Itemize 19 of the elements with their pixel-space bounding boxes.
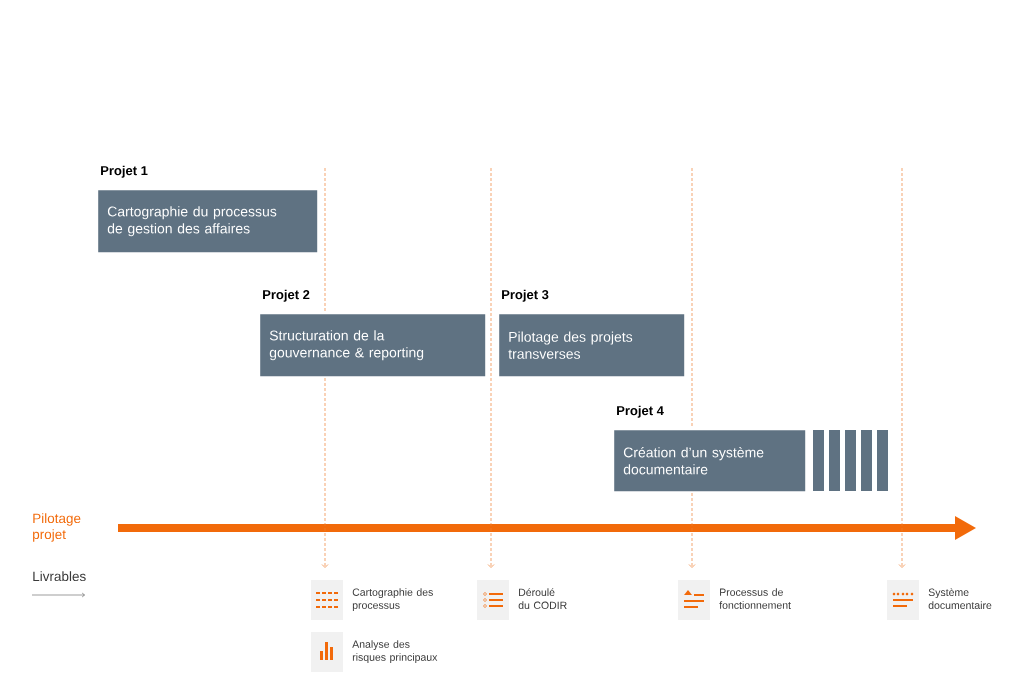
project-heading: Projet 3	[502, 289, 549, 302]
milestone-arrow	[487, 167, 495, 568]
project-box: Pilotage des projets transverses	[499, 314, 685, 377]
project-heading: Projet 2	[263, 289, 310, 302]
timeline-label: Pilotage projet	[33, 513, 81, 542]
project-box: Cartographie du processus de gestion des affaires	[98, 190, 318, 253]
deliverable-label: Analyse des risques principaux	[352, 640, 438, 663]
deliverable-label: Processus de fonctionnement	[719, 588, 791, 609]
deliverable-label: Cartographie des processus	[352, 588, 433, 611]
row-label: Livrables	[33, 571, 86, 582]
milestone-arrow	[898, 167, 906, 568]
milestone-arrow	[321, 167, 329, 568]
project-box: Création d’un système documentaire	[614, 430, 806, 492]
deliverable-label: Système documentaire	[928, 588, 992, 610]
milestone-arrow	[688, 167, 696, 568]
deliverable-label: Déroulé du CODIR	[518, 588, 567, 610]
project-heading: Projet 4	[617, 405, 664, 418]
project-box: Structuration de la gouvernance & reporting	[260, 314, 486, 377]
project-heading: Projet 1	[101, 165, 148, 178]
